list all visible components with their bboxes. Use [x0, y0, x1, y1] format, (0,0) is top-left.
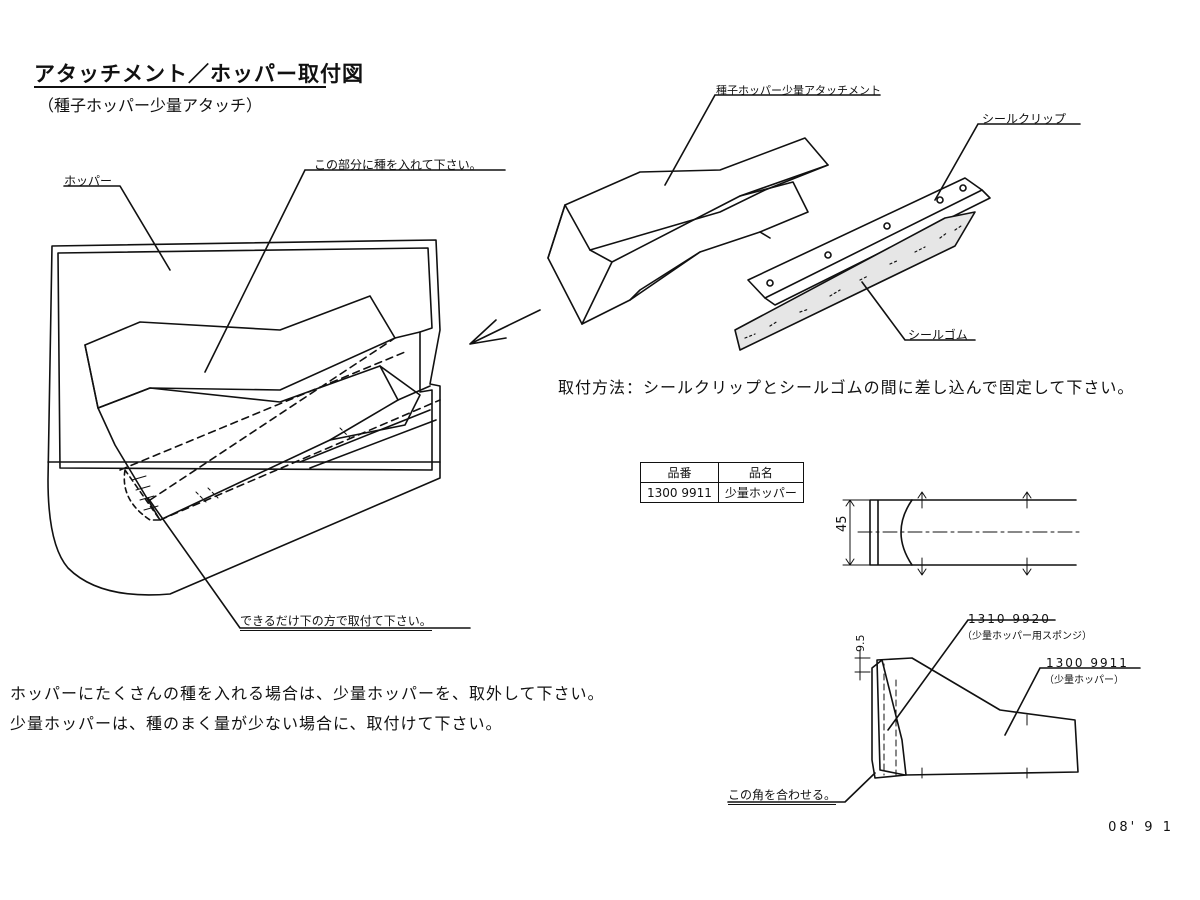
leader-attach-low	[147, 497, 471, 629]
leader-corner	[727, 772, 876, 803]
detail-part1-name: （少量ホッパー用スポンジ）	[962, 631, 1092, 642]
dim-width-label: 45	[835, 515, 850, 532]
seal-rubber	[734, 211, 976, 351]
leader-seal-clip	[934, 123, 1081, 201]
hopper-drawing	[47, 169, 541, 629]
attachment-lip	[299, 409, 437, 469]
instruction-line-2: 少量ホッパーは、種のまく量が少ない場合に、取付けて下さい。	[10, 714, 503, 733]
header-part-name: 品名	[717, 462, 804, 483]
leader-hopper	[63, 185, 171, 271]
attachment-hidden-line	[119, 337, 441, 521]
label-seal-clip: シールクリップ	[982, 112, 1067, 126]
attach-hatch	[131, 475, 159, 511]
detail-part2-number: 1300 9911	[1046, 656, 1129, 670]
insert-arrow	[469, 309, 541, 345]
leader-part2	[1004, 667, 1141, 736]
part-name-cell: 少量ホッパー	[717, 482, 804, 503]
leader-part1	[887, 619, 1056, 731]
mounting-method: 取付方法：シールクリップとシールゴムの間に差し込んで固定して下さい。	[558, 378, 1135, 397]
page-subtitle: （種子ホッパー少量アタッチ）	[38, 96, 263, 115]
attachment-top-face	[84, 295, 396, 409]
label-attach-low: できるだけ下の方で取付て下さい。	[240, 612, 432, 631]
attachment-body	[547, 137, 829, 325]
label-seal-rubber: シールゴム	[908, 328, 968, 342]
attach-zone	[123, 469, 161, 521]
detail-part1-number: 1310 9920	[968, 612, 1051, 626]
hopper-inner	[57, 247, 433, 471]
table-row: 1300 9911 少量ホッパー	[640, 482, 804, 503]
footer-code: 08' 9 1	[1108, 820, 1174, 835]
attachment-exploded	[547, 94, 1081, 351]
instruction-line-1: ホッパーにたくさんの種を入れる場合は、少量ホッパーを、取外して下さい。	[10, 684, 605, 703]
title-underline	[34, 86, 326, 88]
detail-view: 9.5	[727, 619, 1141, 803]
leader-seal-rubber	[861, 281, 976, 341]
parts-table-header: 品番 品名	[640, 462, 804, 483]
detail-sponge	[871, 659, 907, 779]
part-number-cell: 1300 9911	[640, 482, 719, 503]
dimension-view: 45	[835, 491, 1081, 576]
page-title: アタッチメント／ホッパー取付図	[34, 62, 364, 86]
dim-height-label: 9.5	[854, 635, 867, 653]
leader-seed	[204, 169, 506, 373]
leader-attachment-name	[664, 94, 881, 186]
header-part-number: 品番	[640, 462, 719, 483]
label-attachment-name: 種子ホッパー少量アタッチメント	[716, 84, 881, 97]
label-seed-here: この部分に種を入れて下さい。	[314, 158, 482, 172]
label-corner-note: この角を合わせる。	[728, 786, 837, 805]
detail-part2-name: （少量ホッパー）	[1044, 675, 1124, 686]
parts-table: 品番 品名 1300 9911 少量ホッパー	[640, 462, 804, 503]
attachment-side	[329, 365, 421, 441]
detail-hopper	[876, 657, 1079, 776]
hopper-outer	[47, 239, 441, 596]
label-hopper: ホッパー	[64, 174, 113, 188]
dim-body	[869, 499, 1077, 566]
